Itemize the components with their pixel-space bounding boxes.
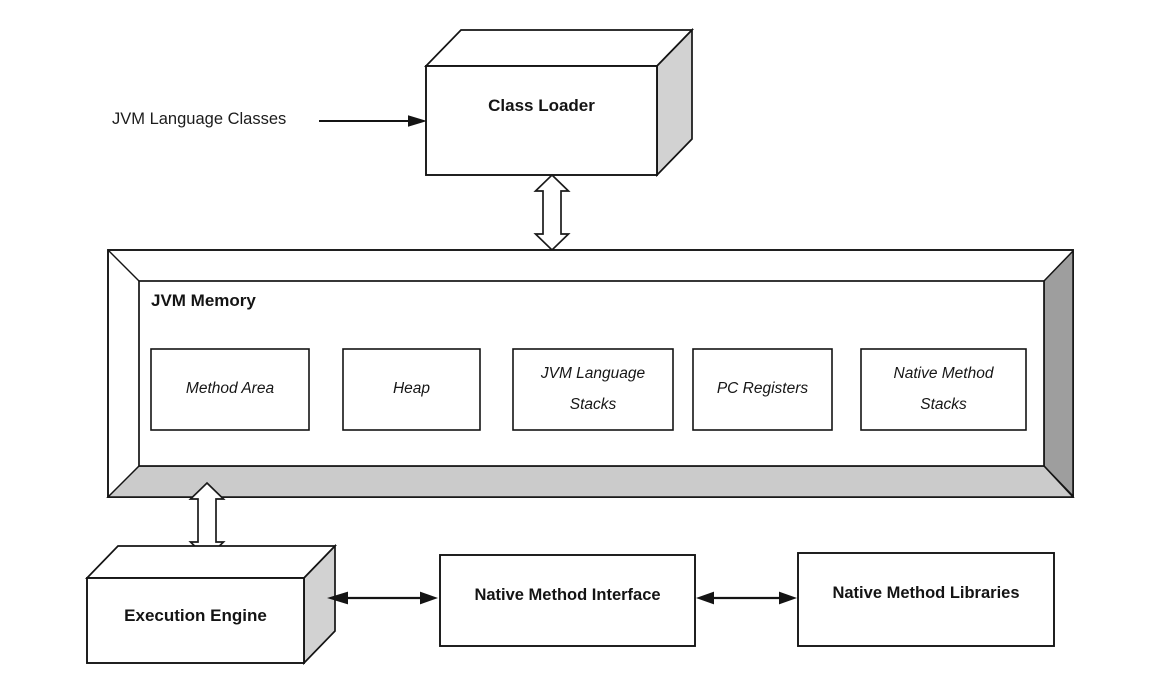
execution-engine-box [84,543,338,666]
native-method-interface-label: Native Method Interface [474,585,661,604]
native-method-stacks-box [860,348,1027,431]
nmi-nml-arrow [696,591,797,605]
class-loader-box [423,27,695,178]
execution-engine-front-face [86,577,305,664]
jvm-memory-title: JVM Memory [151,291,256,310]
execution-engine-label: Execution Engine [124,605,267,625]
class-loader-front-face [425,65,658,176]
class-loader-top-face [423,29,695,67]
native-method-libraries-box [797,552,1055,647]
jvm-language-stacks-label: JVM Language Stacks [540,365,646,413]
input-label: JVM Language Classes [112,110,287,128]
method-area-label: Method Area [185,380,275,398]
ee-nmi-arrow [327,591,438,605]
execution-engine-top-face [84,545,338,579]
classloader-memory-arrow [533,173,571,252]
pc-registers-box [692,348,833,431]
class-loader-label: Class Loader [488,96,595,115]
pc-registers-label: PC Registers [716,380,809,398]
jvm-memory-topleft-bevel [108,250,140,282]
input-arrow [319,115,427,127]
jvm-memory-bottom-face [106,465,1075,498]
heap-label: Heap [392,380,431,398]
jvm-memory-component-boxes [150,348,1027,431]
jvm-language-stacks-box [512,348,674,431]
native-method-interface-box [439,554,696,647]
method-area-box [150,348,310,431]
native-method-stacks-label: Native Method Stacks [893,365,994,413]
native-method-libraries-label: Native Method Libraries [832,583,1020,602]
jvm-memory-right-face [1043,249,1074,498]
heap-box [342,348,481,431]
